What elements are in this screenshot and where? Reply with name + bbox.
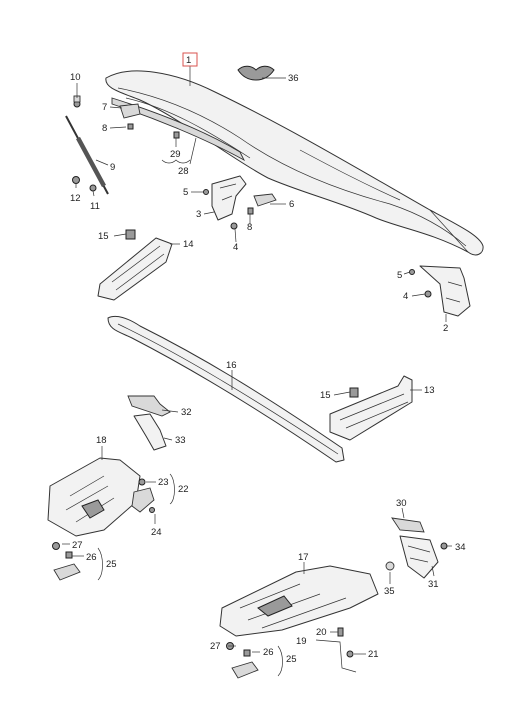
callout-6: 6	[289, 199, 294, 210]
callout-25-left: 25	[106, 559, 117, 570]
callout-1: 1	[186, 55, 191, 66]
air-duct-right	[329, 375, 413, 441]
air-duct-left	[97, 229, 173, 301]
callout-11: 11	[90, 201, 100, 212]
callout-32: 32	[181, 407, 192, 418]
hinge-left	[203, 175, 247, 230]
hinge-right	[409, 265, 471, 317]
callout-27-left: 27	[72, 540, 83, 551]
callout-2: 2	[443, 323, 448, 334]
clip-29	[173, 131, 180, 139]
callout-29: 29	[170, 149, 181, 160]
callout-8: 8	[102, 123, 107, 134]
callout-16: 16	[226, 360, 237, 371]
highlighted-part-frame	[182, 52, 198, 67]
hood-panel	[105, 70, 484, 256]
callout-labels: 1 36 10 7 8 9 29 28 12 11 5 3 8 6 4 15 1…	[70, 55, 466, 665]
callout-20: 20	[316, 627, 327, 638]
callout-8-hinge: 8	[247, 222, 252, 233]
callout-26-middle: 26	[263, 647, 274, 658]
callout-12: 12	[70, 193, 81, 204]
callout-36: 36	[288, 73, 299, 84]
callout-34: 34	[455, 542, 466, 553]
bracket-32-33	[127, 395, 171, 451]
callout-35: 35	[384, 586, 395, 597]
latch-assembly	[385, 517, 448, 579]
fastener-set-left	[52, 542, 81, 581]
callout-30: 30	[396, 498, 407, 509]
callout-9: 9	[110, 162, 115, 173]
callout-31: 31	[428, 579, 439, 590]
callout-17: 17	[298, 552, 309, 563]
callout-22: 22	[178, 484, 189, 495]
callout-23: 23	[158, 477, 169, 488]
callout-3: 3	[196, 209, 201, 220]
hood-bracket-front	[119, 103, 141, 130]
callout-13: 13	[424, 385, 435, 396]
callout-15-left: 15	[98, 231, 109, 242]
hinge-plate-6	[247, 193, 277, 215]
callout-24: 24	[151, 527, 162, 538]
callout-28: 28	[178, 166, 189, 177]
callout-21: 21	[368, 649, 379, 660]
callout-5-right: 5	[397, 270, 402, 281]
gas-strut	[65, 95, 109, 195]
callout-7: 7	[102, 102, 107, 113]
callout-5-left: 5	[183, 187, 188, 198]
callout-33: 33	[175, 435, 186, 446]
callout-19: 19	[296, 636, 307, 647]
fastener-set-middle	[226, 642, 259, 679]
callout-27-middle: 27	[210, 641, 221, 652]
callout-26-left: 26	[86, 552, 97, 563]
engine-cover-17	[219, 565, 379, 637]
hood-seal-16	[107, 315, 345, 463]
callout-14: 14	[183, 239, 194, 250]
callout-25-middle: 25	[286, 654, 297, 665]
bracket-22	[131, 478, 155, 513]
engine-cover-18	[47, 457, 141, 537]
callout-15-right: 15	[320, 390, 331, 401]
callout-4-right: 4	[403, 291, 408, 302]
callout-4-left: 4	[233, 242, 238, 253]
callout-10: 10	[70, 72, 81, 83]
leader-lines	[62, 66, 452, 677]
callout-18: 18	[96, 435, 107, 446]
hood-badge	[237, 65, 275, 81]
